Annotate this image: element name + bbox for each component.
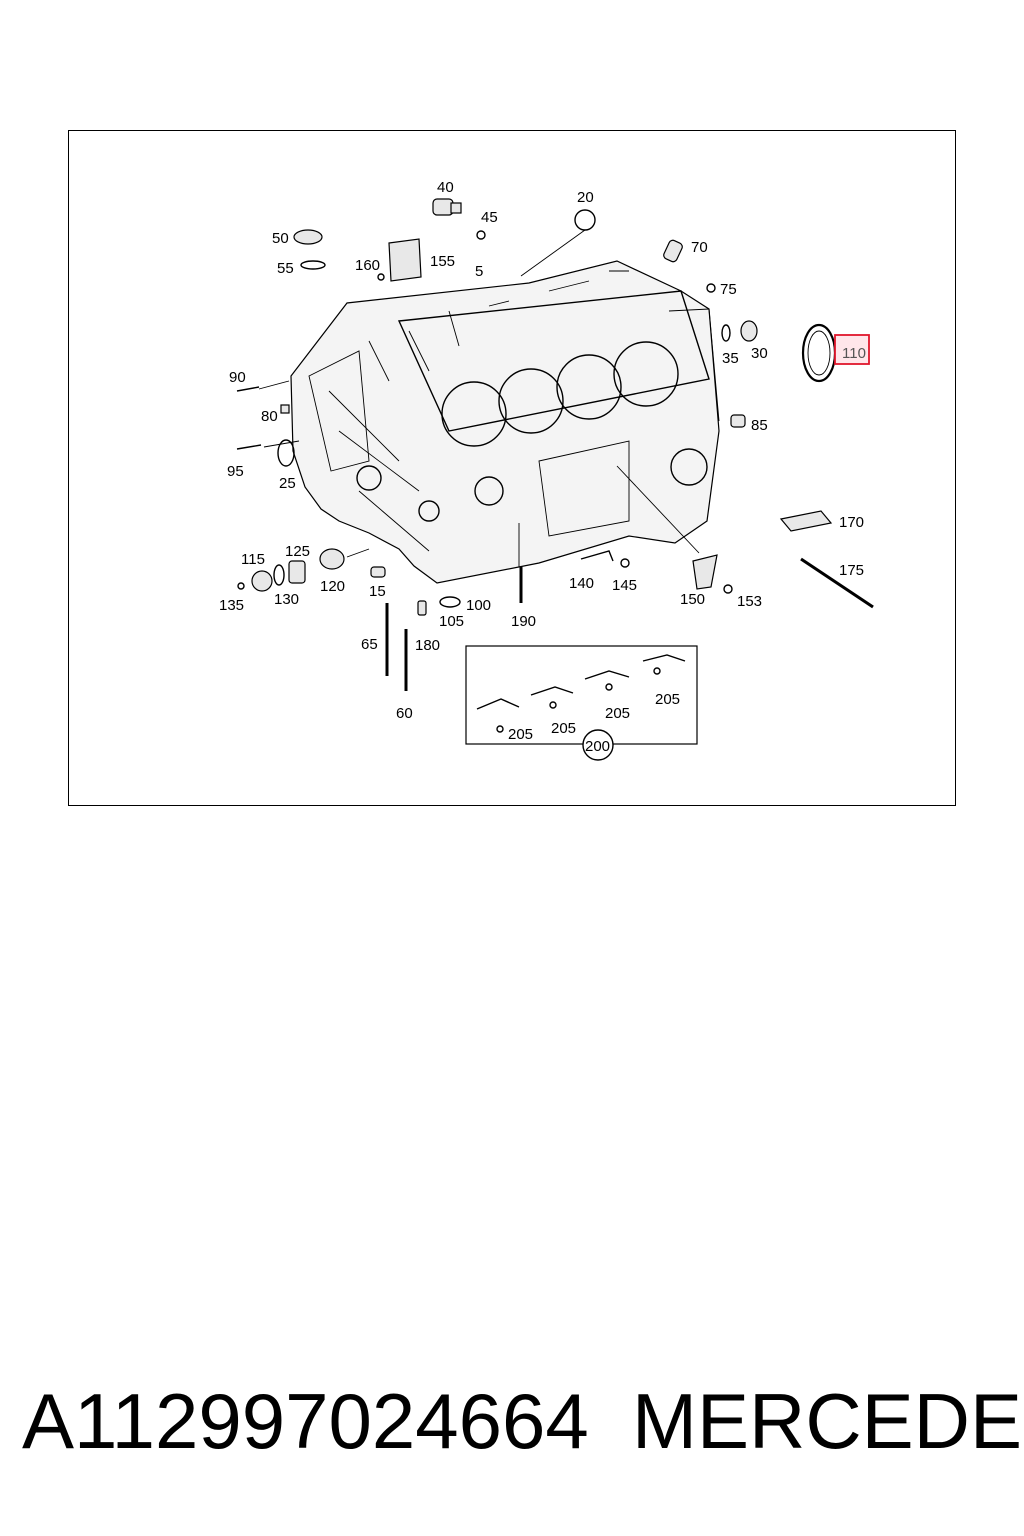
part-15-plug — [370, 566, 386, 578]
part-110-seal[interactable] — [801, 323, 837, 383]
label-60: 60 — [396, 705, 413, 722]
label-205-c: 205 — [605, 705, 630, 722]
part-140-clip — [580, 550, 614, 562]
label-200: 200 — [585, 738, 610, 755]
part-160-screw — [377, 273, 385, 281]
part-145-screw — [620, 558, 630, 568]
label-50: 50 — [272, 230, 289, 247]
label-160: 160 — [355, 257, 380, 274]
part-175-tie — [800, 557, 874, 609]
label-170: 170 — [839, 514, 864, 531]
part-180-fitting — [417, 600, 427, 616]
label-55: 55 — [277, 260, 294, 277]
label-105: 105 — [439, 613, 464, 630]
part-170-bracket — [779, 510, 833, 532]
part-100-oring — [439, 596, 461, 608]
label-180: 180 — [415, 637, 440, 654]
label-190: 190 — [511, 613, 536, 630]
label-45: 45 — [481, 209, 498, 226]
part-30-plug — [740, 320, 758, 342]
label-65: 65 — [361, 636, 378, 653]
part-70-tube — [663, 239, 683, 263]
part-153-screw — [723, 584, 733, 594]
label-5: 5 — [475, 263, 483, 280]
label-115: 115 — [241, 551, 265, 568]
part-75-plug — [706, 283, 716, 293]
label-135: 135 — [219, 597, 244, 614]
part-130-ring — [273, 564, 285, 586]
label-110: 110 — [842, 345, 866, 362]
part-120-housing — [319, 548, 345, 570]
label-120: 120 — [320, 578, 345, 595]
label-15: 15 — [369, 583, 386, 600]
label-140: 140 — [569, 575, 594, 592]
brand-name: MERCEDES — [632, 1377, 1024, 1465]
label-40: 40 — [437, 179, 454, 196]
part-footer: A112997024664 MERCEDES — [0, 1376, 1024, 1476]
label-35: 35 — [722, 350, 739, 367]
label-175: 175 — [839, 562, 864, 579]
label-95: 95 — [227, 463, 244, 480]
part-25-ring — [277, 439, 295, 467]
part-155-plate — [388, 238, 422, 282]
part-45-plug — [476, 230, 486, 240]
engine-block — [290, 260, 720, 584]
engine-block-drawing: 40 20 45 50 70 55 160 155 5 75 35 30 110… — [219, 179, 874, 761]
label-75: 75 — [720, 281, 737, 298]
label-85: 85 — [751, 417, 768, 434]
part-number: A112997024664 — [22, 1377, 589, 1465]
label-205-a: 205 — [508, 726, 533, 743]
label-90: 90 — [229, 369, 246, 386]
part-20-ring — [574, 209, 596, 231]
label-70: 70 — [691, 239, 708, 256]
label-125: 125 — [285, 543, 310, 560]
part-40-sensor — [432, 198, 462, 216]
part-125-filter — [288, 560, 306, 584]
inset-box-200 — [465, 645, 698, 761]
label-205-b: 205 — [551, 720, 576, 737]
label-145: 145 — [612, 577, 637, 594]
part-90-stud — [236, 386, 260, 392]
part-55-oring — [300, 260, 326, 270]
part-50-cap — [293, 229, 323, 245]
label-205-d: 205 — [655, 691, 680, 708]
part-35-ring — [721, 324, 731, 342]
part-95-stud — [236, 444, 262, 450]
parts-diagram-frame: 40 20 45 50 70 55 160 155 5 75 35 30 110… — [68, 130, 956, 806]
part-80-plug — [280, 404, 290, 414]
label-80: 80 — [261, 408, 278, 425]
part-135-screw — [237, 582, 245, 590]
part-115-cap — [251, 570, 273, 592]
label-110-highlight[interactable]: 110 — [834, 334, 870, 365]
label-155: 155 — [430, 253, 455, 270]
label-100: 100 — [466, 597, 491, 614]
leader-lines — [258, 229, 700, 567]
part-150-sheet — [692, 554, 718, 590]
label-25: 25 — [279, 475, 296, 492]
label-150: 150 — [680, 591, 705, 608]
label-153: 153 — [737, 593, 762, 610]
label-130: 130 — [274, 591, 299, 608]
label-20: 20 — [577, 189, 594, 206]
part-85-plug — [730, 414, 746, 428]
label-30: 30 — [751, 345, 768, 362]
